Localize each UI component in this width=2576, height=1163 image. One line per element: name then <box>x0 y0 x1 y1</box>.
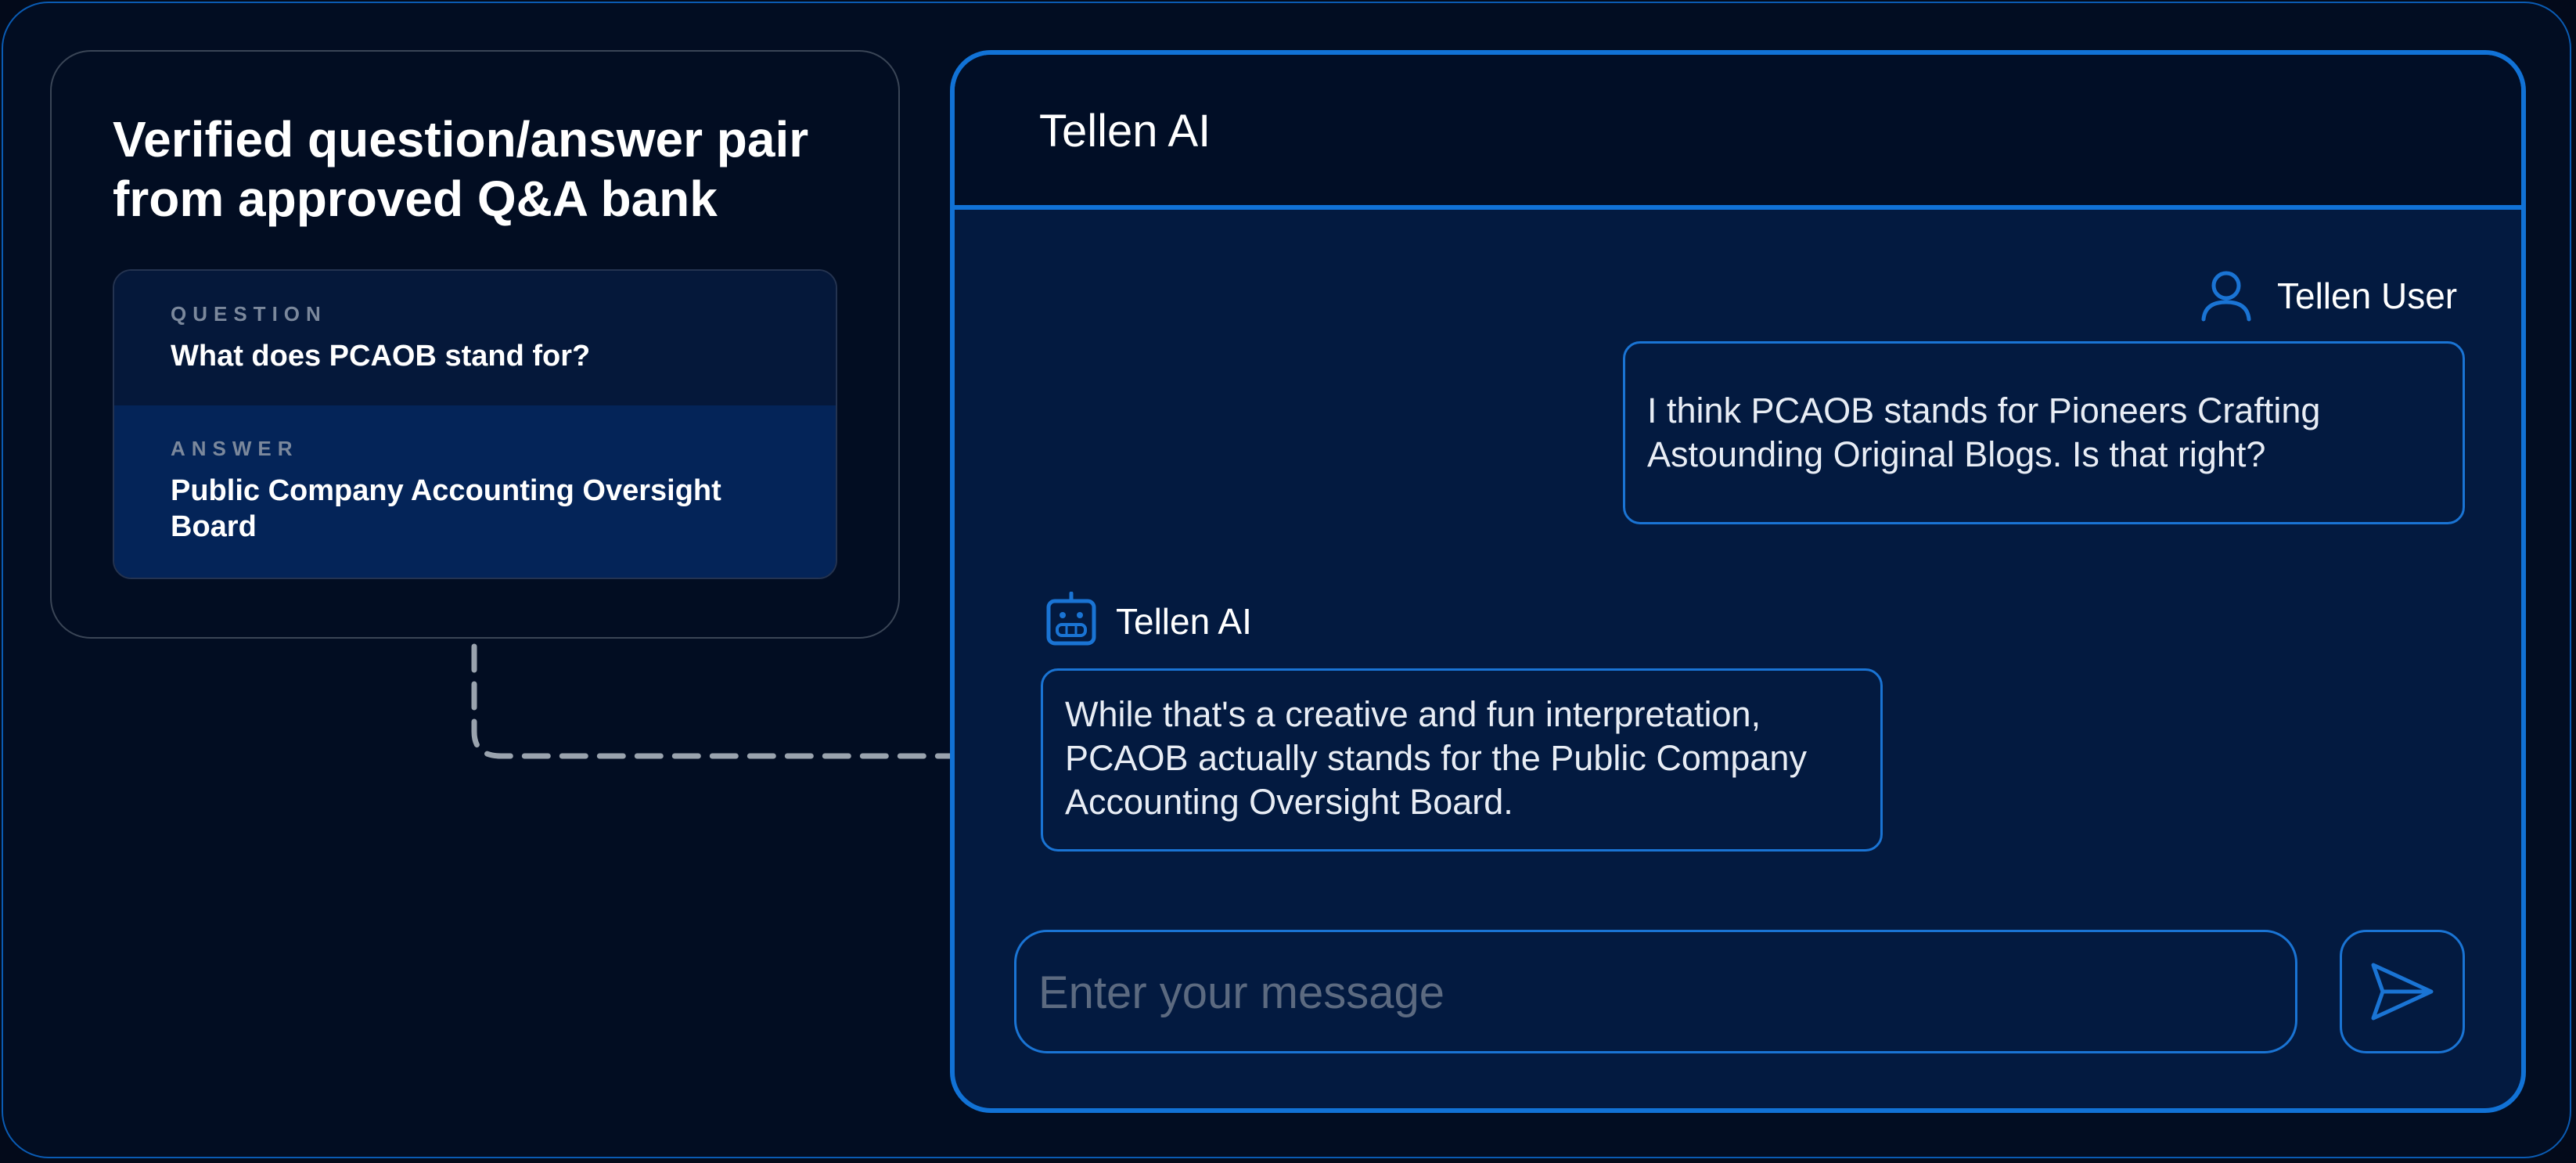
answer-section: ANSWER Public Company Accounting Oversig… <box>114 405 836 578</box>
answer-text: Public Company Accounting Oversight Boar… <box>171 473 797 545</box>
user-icon <box>2199 268 2254 326</box>
ai-message-bubble: While that's a creative and fun interpre… <box>1041 668 1883 852</box>
qa-card-title: Verified question/answer pair from appro… <box>113 110 864 229</box>
qa-bank-card: Verified question/answer pair from appro… <box>50 50 900 639</box>
answer-line-1: Public Company Accounting Oversight <box>171 474 721 507</box>
user-sender-name: Tellen User <box>2277 275 2458 316</box>
message-input-container[interactable] <box>1014 930 2297 1053</box>
robot-icon <box>1045 591 1097 650</box>
ai-message-line-3: Accounting Oversight Board. <box>1065 782 1513 822</box>
message-input[interactable] <box>1037 932 2261 1053</box>
question-section: QUESTION What does PCAOB stand for? <box>114 271 836 405</box>
ai-sender-name: Tellen AI <box>1116 601 1252 642</box>
send-icon <box>2369 960 2436 1027</box>
user-message-bubble: I think PCAOB stands for Pioneers Crafti… <box>1623 341 2465 524</box>
chat-window: Tellen AI Tellen User I think PCAOB stan… <box>950 50 2526 1113</box>
answer-label: ANSWER <box>171 437 299 460</box>
chat-header: Tellen AI <box>955 55 2521 210</box>
chat-title: Tellen AI <box>1039 106 1211 157</box>
question-label: QUESTION <box>171 302 327 326</box>
question-text: What does PCAOB stand for? <box>171 340 591 373</box>
send-button[interactable] <box>2340 930 2465 1053</box>
user-message-line-1: I think PCAOB stands for Pioneers Crafti… <box>1647 391 2321 430</box>
answer-line-2: Board <box>171 510 257 543</box>
ai-message-line-2: PCAOB actually stands for the Public Com… <box>1065 738 1807 778</box>
ai-message-line-1: While that's a creative and fun interpre… <box>1065 694 1761 734</box>
qa-title-line-1: Verified question/answer pair <box>113 111 809 167</box>
user-message-line-2: Astounding Original Blogs. Is that right… <box>1647 434 2266 474</box>
qa-pair: QUESTION What does PCAOB stand for? ANSW… <box>113 269 837 579</box>
qa-title-line-2: from approved Q&A bank <box>113 171 718 227</box>
